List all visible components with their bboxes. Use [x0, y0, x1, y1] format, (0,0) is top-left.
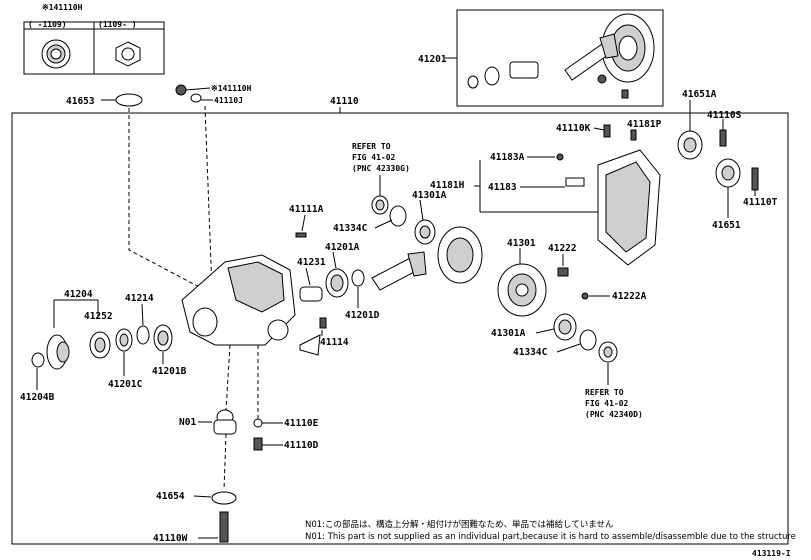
label-41301: 41301 — [507, 238, 536, 249]
label-41654: 41654 — [156, 491, 185, 502]
bolt-icon — [175, 84, 187, 96]
plug-icon — [253, 437, 263, 451]
nut-icon — [467, 75, 479, 89]
inset-col2: (1109- ) — [98, 20, 137, 29]
label-41301a-top: 41301A — [412, 190, 447, 201]
label-41114: 41114 — [320, 337, 349, 348]
bolt-icon — [581, 292, 589, 300]
label-41183a: 41183A — [490, 152, 525, 163]
bolt-icon — [219, 511, 229, 543]
label-41110: 41110 — [330, 96, 359, 107]
assembly-box — [11, 112, 789, 545]
refer-top-line1: REFER TO — [352, 142, 391, 151]
nut-icon — [31, 352, 45, 368]
sensor-icon — [557, 267, 569, 277]
bolt-icon — [319, 317, 327, 329]
ring-gear-box — [445, 9, 664, 107]
washer-icon — [484, 66, 500, 86]
label-41181h: 41181H — [430, 180, 465, 191]
refer-bottom-line3: (PNC 42340D) — [585, 410, 643, 419]
plug-icon — [115, 93, 143, 107]
label-41201b: 41201B — [152, 366, 187, 377]
label-41301a-bot: 41301A — [491, 328, 526, 339]
label-41201a: 41201A — [325, 242, 360, 253]
bolt-icon — [603, 124, 611, 138]
bolt-icon — [751, 167, 759, 191]
label-41111a: 41111A — [289, 204, 324, 215]
label-41201: 41201 — [418, 54, 447, 65]
label-41252: 41252 — [84, 311, 113, 322]
washer-icon — [136, 325, 150, 345]
label-41110w: 41110W — [153, 533, 188, 544]
label-41110j: 41110J — [214, 96, 243, 105]
label-41110d: 41110D — [284, 440, 319, 451]
spacer-icon — [299, 286, 323, 302]
plug-icon — [556, 153, 564, 161]
label-41651a: 41651A — [682, 89, 717, 100]
shim-icon — [389, 205, 407, 227]
differential-cover — [597, 149, 661, 266]
bolt-icon — [621, 89, 629, 99]
label-41110e: 41110E — [284, 418, 319, 429]
figure-id: 413119-I — [752, 549, 791, 558]
inset-box — [23, 21, 165, 75]
bearing-icon — [509, 61, 539, 79]
label-41231: 41231 — [297, 257, 326, 268]
note-japanese: N01:この部品は、構造上分解・組付けが困難なため、単品では補給していません — [305, 519, 614, 530]
label-41110h: ※141110H — [211, 84, 252, 93]
label-41204b: 41204B — [20, 392, 55, 403]
gasket-icon — [565, 177, 585, 187]
pin-icon — [295, 232, 307, 238]
note-english: N01: This part is not supplied as an ind… — [305, 532, 796, 542]
label-n01: N01 — [179, 417, 196, 428]
washer-icon — [253, 418, 263, 428]
bolt-icon — [597, 74, 607, 84]
differential-case — [497, 263, 547, 317]
gasket-icon — [190, 93, 202, 103]
bearing-race-icon — [351, 269, 365, 287]
label-41204: 41204 — [64, 289, 93, 300]
refer-bottom-line1: REFER TO — [585, 388, 624, 397]
inset-title: ※141110H — [42, 3, 83, 12]
label-41201c: 41201C — [108, 379, 143, 390]
refer-top-line2: FIG 41-02 — [352, 153, 396, 162]
label-41110t: 41110T — [743, 197, 778, 208]
label-41183: 41183 — [488, 182, 517, 193]
label-41110k: 41110K — [556, 123, 591, 134]
label-41181p: 41181P — [627, 119, 662, 130]
refer-top-line3: (PNC 42330G) — [352, 164, 410, 173]
label-41222: 41222 — [548, 243, 577, 254]
label-41334c-top: 41334C — [333, 223, 368, 234]
label-41110s: 41110S — [707, 110, 742, 121]
bracket-icon — [299, 334, 321, 356]
label-41222a: 41222A — [612, 291, 647, 302]
label-41334c-bot: 41334C — [513, 347, 548, 358]
label-41201d: 41201D — [345, 310, 380, 321]
shim-icon — [579, 329, 597, 351]
bolt-icon — [719, 129, 727, 147]
cushion-icon — [211, 491, 237, 505]
refer-bottom-line2: FIG 41-02 — [585, 399, 629, 408]
carrier-housing — [181, 254, 296, 346]
label-41651: 41651 — [712, 220, 741, 231]
label-41214: 41214 — [125, 293, 154, 304]
bolt-icon — [630, 129, 637, 141]
label-41653: 41653 — [66, 96, 95, 107]
inset-col1: ( -1109) — [28, 20, 67, 29]
